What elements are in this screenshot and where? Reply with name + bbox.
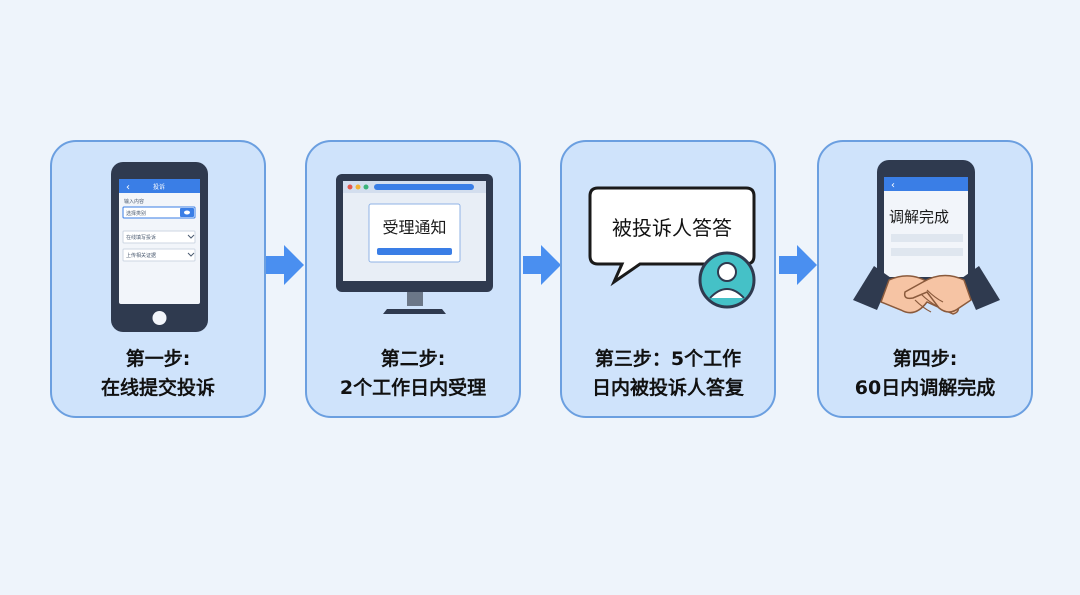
step-1-desc: 在线提交投诉: [100, 377, 215, 399]
monitor-text: 受理通知: [382, 218, 446, 237]
step-label-3: 第三步：5个工作 日内被投诉人答复: [562, 345, 774, 403]
step-card-3: 被投诉人答答 第三步：5个工作 日内被投诉人答复: [560, 140, 776, 418]
step-label-4: 第四步: 60日内调解完成: [819, 345, 1031, 403]
arrow-right-icon: [779, 245, 817, 285]
step-3-title: 第三步：5个工作: [594, 348, 742, 370]
step-2-title: 第二步:: [380, 348, 446, 370]
step-3-desc: 日内被投诉人答复: [591, 377, 744, 399]
arrow-right-icon: [266, 245, 304, 285]
speech-bubble-icon: 被投诉人答答: [588, 186, 756, 309]
step-1-title: 第一步:: [125, 348, 191, 370]
phone-row-1: 在线填写投诉: [126, 234, 156, 241]
svg-text:‹: ‹: [891, 180, 895, 191]
phone-header: 投诉: [153, 183, 165, 191]
svg-text:‹: ‹: [126, 182, 130, 193]
arrow-right-icon: [523, 245, 561, 285]
smartphone-icon: ‹ 投诉 输入内容 选择类别 在线填写投诉 上传相关证据: [111, 162, 208, 332]
bubble-text: 被投诉人答答: [612, 216, 732, 240]
user-avatar-icon: [698, 251, 756, 309]
field-value: 选择类别: [126, 210, 146, 217]
phone-text: 调解完成: [889, 208, 949, 226]
step-card-1: ‹ 投诉 输入内容 选择类别 在线填写投诉 上传相关证据 第一步: 在线提交投诉: [50, 140, 266, 418]
step-card-4: ‹ 调解完成 第四步: 60日内调解完成: [817, 140, 1033, 418]
step-label-2: 第二步: 2个工作日内受理: [307, 345, 519, 403]
field-label: 输入内容: [124, 198, 144, 205]
monitor-icon: 受理通知: [336, 174, 493, 314]
step-label-1: 第一步: 在线提交投诉: [52, 345, 264, 403]
step-4-title: 第四步:: [892, 348, 958, 370]
phone-row-2: 上传相关证据: [126, 252, 156, 259]
step-card-2: 受理通知 第二步: 2个工作日内受理: [305, 140, 521, 418]
step-4-desc: 60日内调解完成: [854, 377, 996, 399]
handshake-icon: ‹ 调解完成: [853, 160, 1000, 315]
step-2-desc: 2个工作日内受理: [339, 377, 487, 399]
